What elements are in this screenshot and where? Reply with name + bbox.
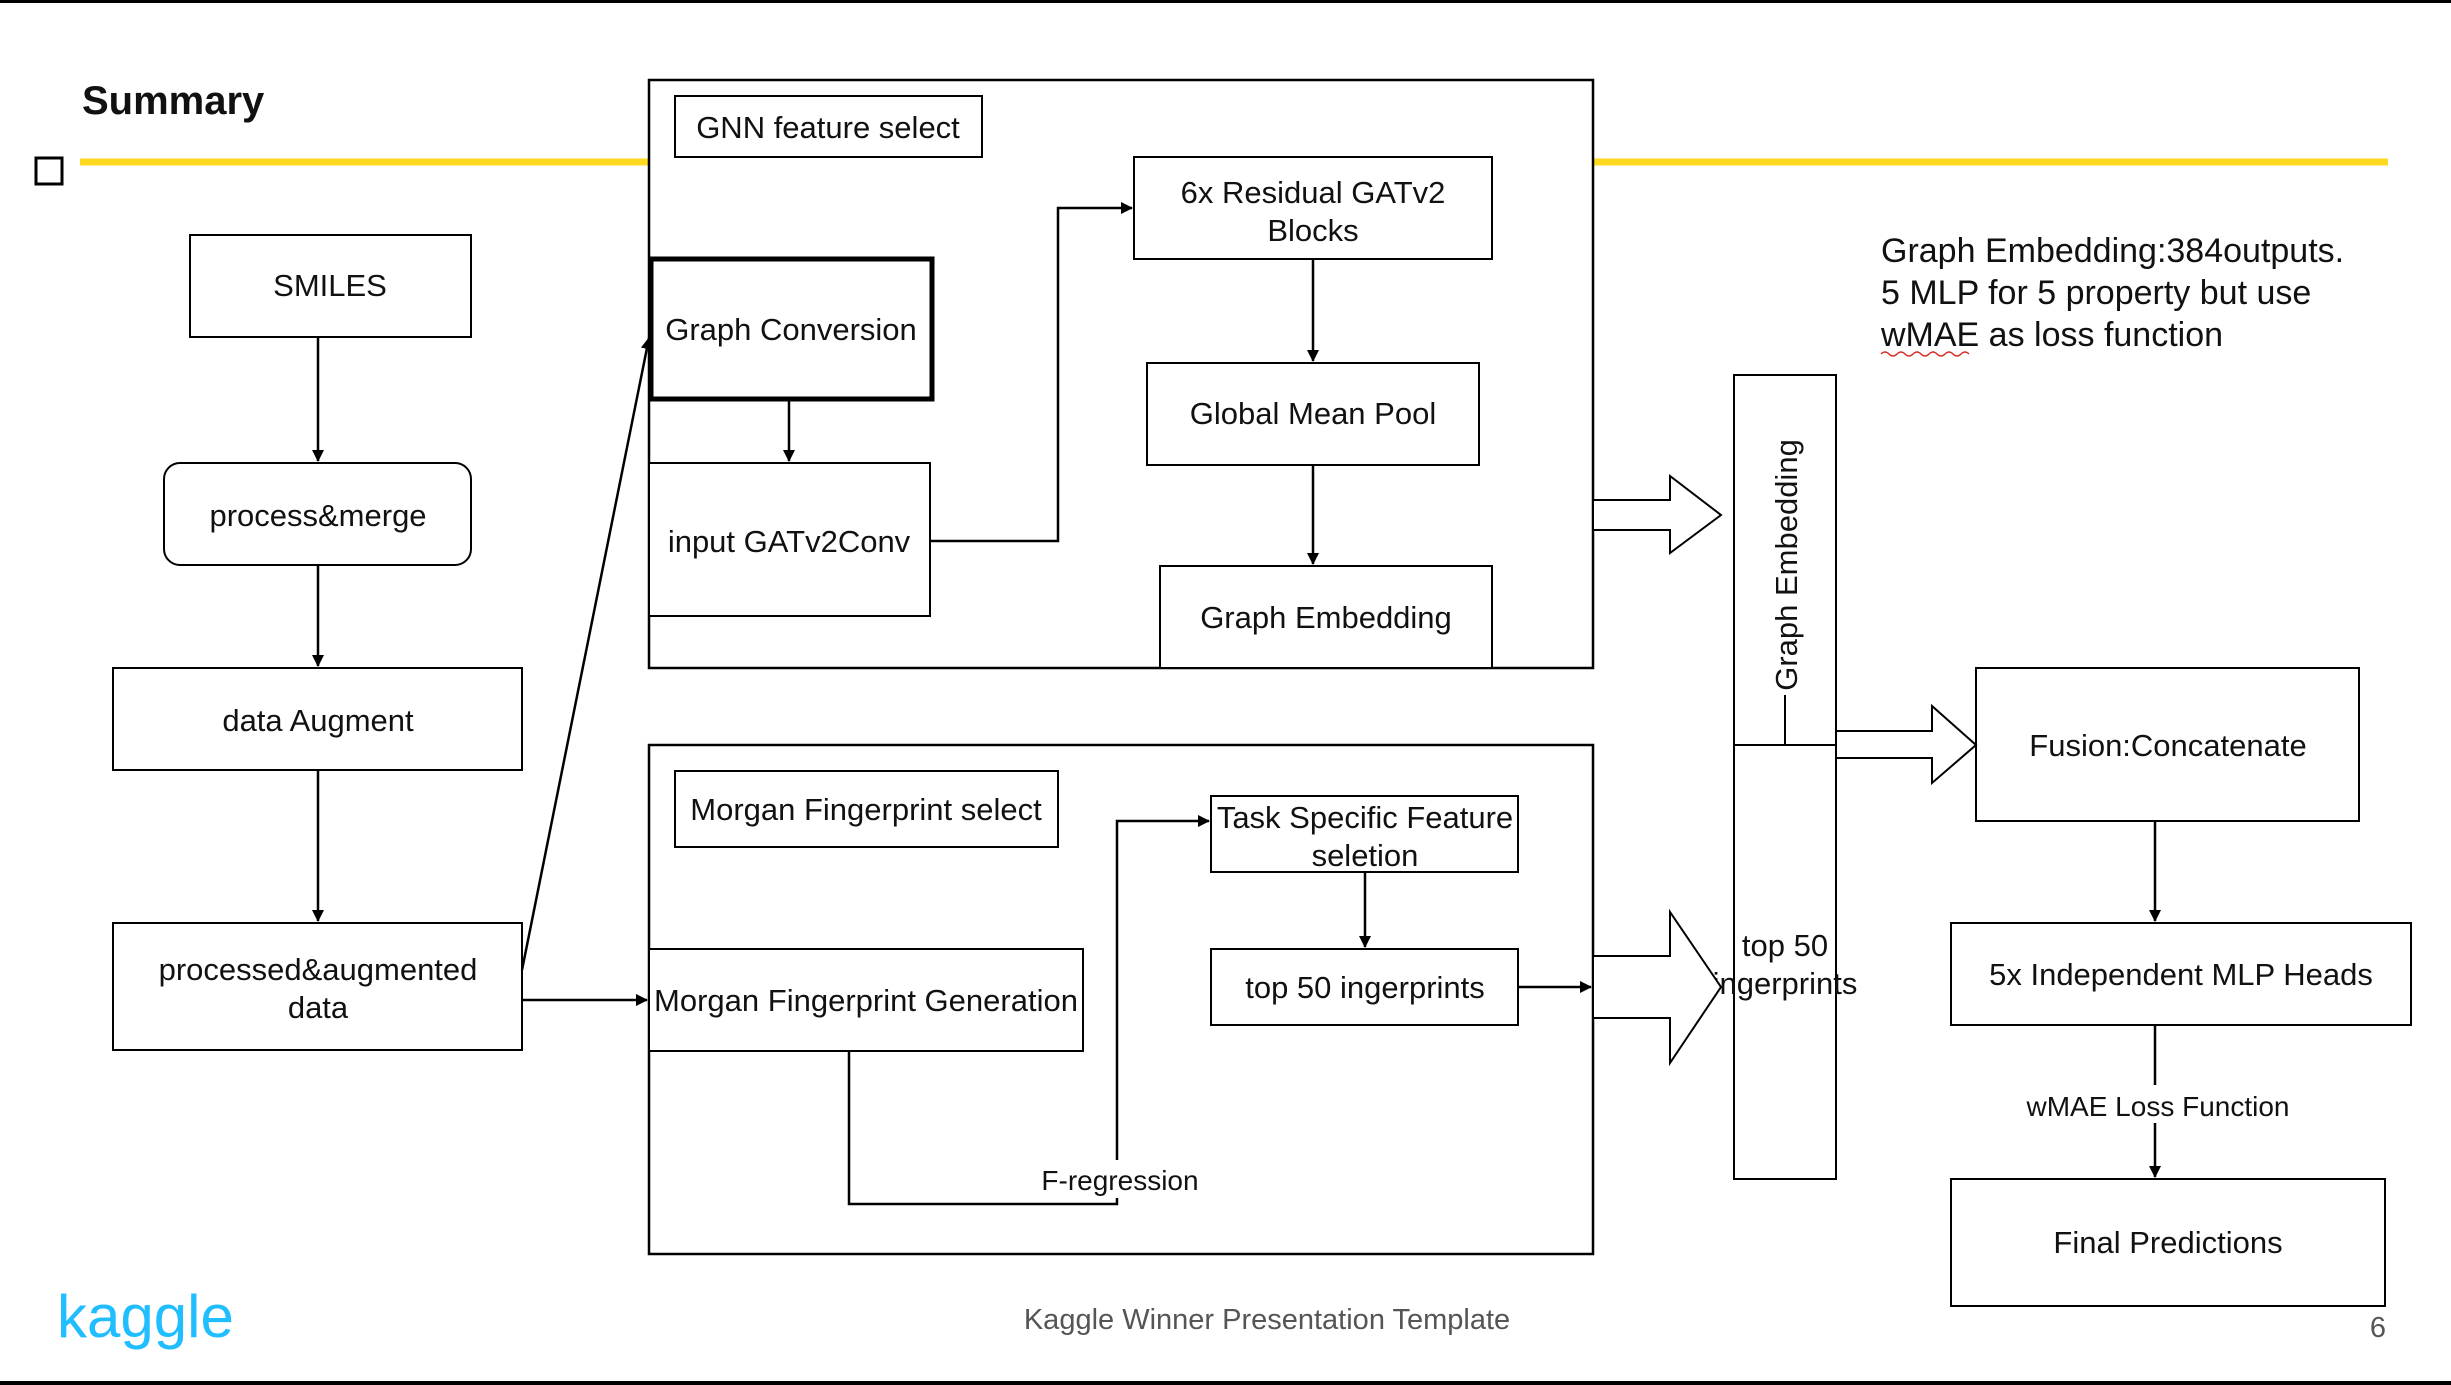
- f-regression-label-bg: [1040, 1160, 1200, 1198]
- note-line-3: wMAE as loss function: [1880, 316, 2223, 354]
- f-regression-label: F-regression: [1041, 1165, 1198, 1196]
- node-residual-blocks-line2: Blocks: [1267, 213, 1358, 248]
- node-residual-blocks-line1: 6x Residual GATv2: [1181, 175, 1446, 210]
- node-fusion-concatenate-label: Fusion:Concatenate: [2029, 728, 2306, 763]
- morgan-panel-label: Morgan Fingerprint select: [690, 792, 1042, 827]
- wmae-loss-label: wMAE Loss Function: [2026, 1091, 2290, 1122]
- node-smiles-label: SMILES: [273, 268, 387, 303]
- fusion-graph-embedding-box: [1733, 374, 1837, 746]
- fusion-graph-embedding-label: Graph Embedding: [1769, 439, 1804, 691]
- node-input-gatv2conv: input GATv2Conv: [648, 462, 931, 617]
- note-line-1: Graph Embedding:384outputs.: [1881, 232, 2344, 270]
- node-morgan-generation-label: Morgan Fingerprint Generation: [654, 983, 1078, 1018]
- node-graph-embedding: Graph Embedding: [1159, 565, 1493, 669]
- node-smiles: SMILES: [189, 234, 472, 338]
- node-input-gatv2conv-label: input GATv2Conv: [668, 524, 911, 559]
- node-task-specific-line1: Task Specific Feature: [1217, 800, 1513, 835]
- note-line-2: 5 MLP for 5 property but use: [1881, 274, 2311, 312]
- gnn-panel-label-box: [674, 95, 983, 158]
- node-process-merge-label: process&merge: [209, 498, 426, 533]
- node-graph-conversion: Graph Conversion: [648, 256, 935, 402]
- slide-title: Summary: [82, 79, 265, 123]
- node-mlp-heads-label: 5x Independent MLP Heads: [1989, 957, 2373, 992]
- node-graph-conversion-label: Graph Conversion: [665, 312, 917, 347]
- node-graph-embedding-label: Graph Embedding: [1200, 600, 1452, 635]
- node-data-augment: data Augment: [112, 667, 523, 771]
- arrow-input-to-residual: [930, 202, 1133, 543]
- node-final-predictions: Final Predictions: [1950, 1178, 2386, 1307]
- node-fusion-concatenate: Fusion:Concatenate: [1975, 667, 2360, 822]
- node-top50: top 50 ingerprints: [1210, 948, 1519, 1026]
- node-processed-augmented-line1: processed&augmented: [159, 952, 478, 987]
- gnn-panel-label: GNN feature select: [696, 110, 960, 145]
- node-top50-label: top 50 ingerprints: [1245, 970, 1485, 1005]
- kaggle-logo: kaggle: [57, 1283, 234, 1350]
- morgan-panel-label-box: [674, 770, 1059, 848]
- arrow-processed-to-graph-conversion: [520, 337, 653, 971]
- node-residual-blocks: 6x Residual GATv2 Blocks: [1133, 156, 1493, 260]
- block-arrow-fusion-to-concatenate: [1835, 703, 1978, 786]
- node-processed-augmented-line2: data: [288, 990, 349, 1025]
- node-process-merge: process&merge: [163, 462, 472, 566]
- fusion-top50-line1: top 50: [1742, 928, 1828, 963]
- fusion-top50-box: [1733, 744, 1837, 1180]
- block-arrow-morgan-to-fusion: [1592, 908, 1723, 1067]
- footer-text: Kaggle Winner Presentation Template: [1024, 1304, 1510, 1336]
- node-task-specific: Task Specific Feature seletion: [1210, 795, 1519, 873]
- node-global-mean-pool: Global Mean Pool: [1146, 362, 1480, 466]
- node-final-predictions-label: Final Predictions: [2053, 1225, 2282, 1260]
- fusion-top50-line2: ingerprints: [1713, 966, 1858, 1001]
- node-global-mean-pool-label: Global Mean Pool: [1190, 396, 1436, 431]
- note-text-block: Graph Embedding:384outputs. 5 MLP for 5 …: [1880, 232, 2344, 357]
- wmae-label-bg: [2010, 1085, 2310, 1123]
- fusion-column: Graph Embedding top 50 ingerprints: [1713, 374, 1858, 1180]
- page-number: 6: [2370, 1312, 2386, 1344]
- block-arrow-gnn-to-fusion: [1592, 473, 1723, 555]
- node-mlp-heads: 5x Independent MLP Heads: [1950, 922, 2412, 1026]
- slide-bottom-border: [0, 1381, 2451, 1385]
- title-checkbox-icon[interactable]: [34, 156, 64, 186]
- node-processed-augmented: processed&augmented data: [112, 922, 523, 1051]
- node-task-specific-line2: seletion: [1312, 838, 1419, 873]
- node-data-augment-label: data Augment: [222, 703, 414, 738]
- spellcheck-underline: [1880, 351, 1970, 357]
- arrow-morgan-to-task-specific: [847, 815, 1210, 1206]
- node-morgan-generation: Morgan Fingerprint Generation: [648, 948, 1084, 1052]
- slide-top-border: [0, 0, 2451, 3]
